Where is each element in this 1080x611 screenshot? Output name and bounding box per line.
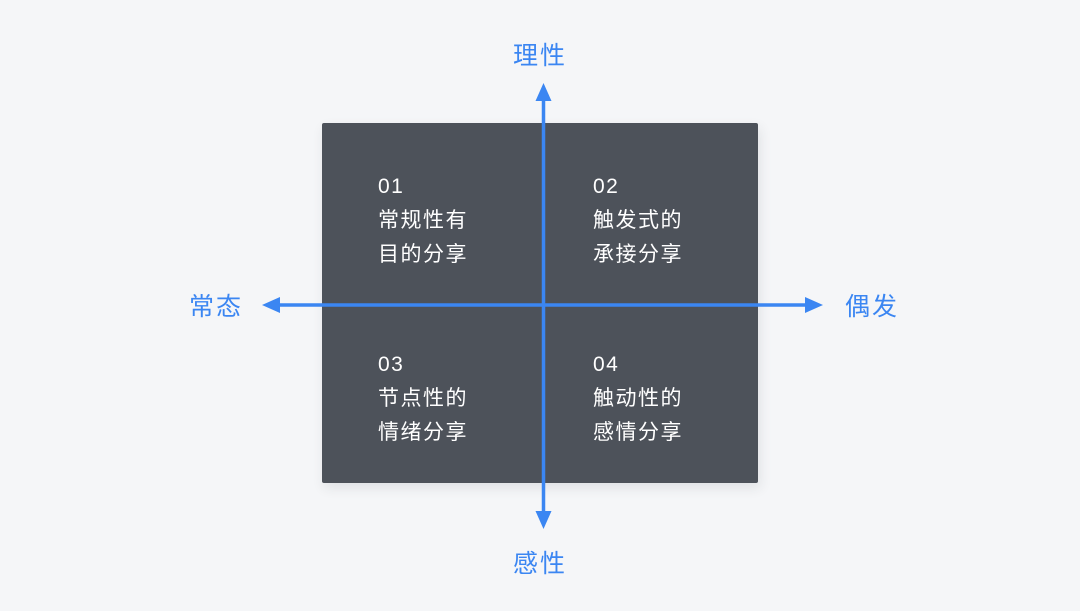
quadrant-4-number: 04 bbox=[593, 353, 620, 376]
quadrant-1-text-line1: 常规性有 bbox=[378, 209, 468, 232]
quadrant-2-text-line2: 承接分享 bbox=[593, 243, 683, 266]
quadrant-3: 03 节点性的 情绪分享 bbox=[378, 348, 468, 450]
quadrant-2: 02 触发式的 承接分享 bbox=[593, 170, 683, 272]
quadrant-4-text-line2: 感情分享 bbox=[593, 421, 683, 444]
axis-label-occasional: 偶发 bbox=[845, 293, 900, 321]
quadrant-matrix-box bbox=[322, 123, 758, 483]
quadrant-2-text-line1: 触发式的 bbox=[593, 209, 683, 232]
arrowhead-up-icon bbox=[535, 83, 552, 101]
quadrant-4: 04 触动性的 感情分享 bbox=[593, 348, 683, 450]
axis-label-emotional: 感性 bbox=[512, 550, 568, 578]
quadrant-1-number: 01 bbox=[378, 175, 405, 198]
quadrant-4-text-line1: 触动性的 bbox=[593, 387, 683, 410]
axis-label-normal: 常态 bbox=[188, 293, 243, 321]
arrowhead-left-icon bbox=[262, 297, 280, 313]
quadrant-3-text-line2: 情绪分享 bbox=[378, 421, 468, 444]
quadrant-1: 01 常规性有 目的分享 bbox=[378, 170, 468, 272]
quadrant-3-number: 03 bbox=[378, 353, 405, 376]
quadrant-2-number: 02 bbox=[593, 175, 620, 198]
axis-label-rational: 理性 bbox=[512, 42, 568, 70]
quadrant-3-text-line1: 节点性的 bbox=[378, 387, 468, 410]
arrowhead-right-icon bbox=[805, 297, 823, 313]
quadrant-1-text-line2: 目的分享 bbox=[378, 243, 468, 266]
arrowhead-down-icon bbox=[535, 511, 552, 529]
